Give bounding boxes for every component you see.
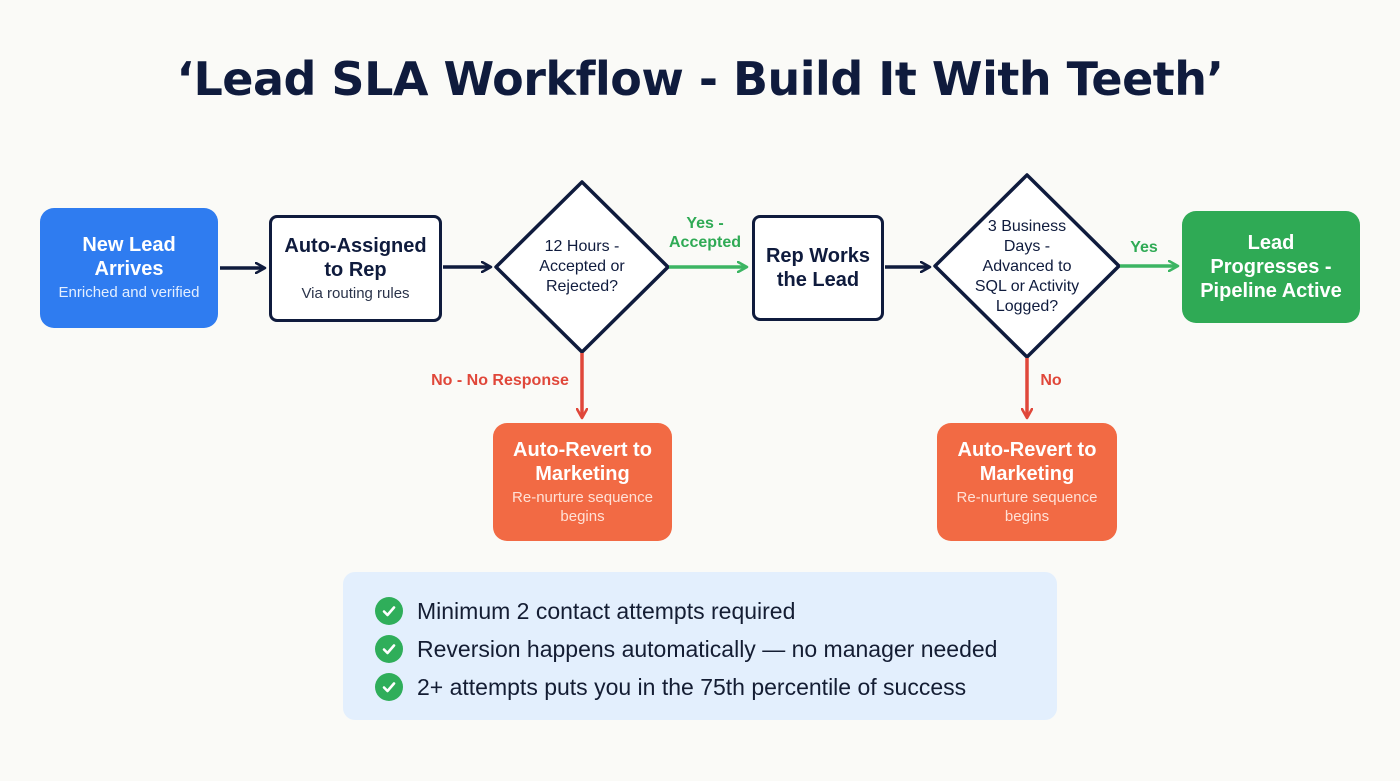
checklist-item-text: Reversion happens automatically — no man… (417, 635, 998, 662)
node-auto-revert-1: Auto-Revert to Marketing Re-nurture sequ… (493, 423, 672, 541)
node-title-line: Arrives (94, 258, 164, 280)
decision-3d-text: 3 Business Days - Advanced to SQL or Act… (962, 217, 1092, 317)
node-title-line: Auto-Revert to (513, 439, 652, 461)
node-title-line: Lead (1247, 232, 1295, 254)
check-circle-icon (375, 635, 403, 663)
edge-label-yes: Yes (1130, 239, 1158, 256)
node-lead-progresses-title: Lead Progresses - Pipeline Active (1200, 231, 1342, 303)
decision-line: Advanced to (982, 258, 1072, 275)
decision-line: Accepted or (539, 258, 625, 275)
node-title-line: Auto-Assigned (284, 234, 427, 257)
node-auto-revert-2: Auto-Revert to Marketing Re-nurture sequ… (937, 423, 1117, 541)
edge-label-no: No (1040, 372, 1062, 389)
node-title-line: the Lead (776, 269, 860, 291)
decision-line: SQL or Activity (974, 278, 1080, 295)
node-auto-assigned: Auto-Assigned to Rep Via routing rules (269, 215, 442, 322)
checklist-item: Minimum 2 contact attempts required (375, 592, 1057, 630)
node-new-lead: New Lead Arrives Enriched and verified (40, 208, 218, 328)
node-rep-works: Rep Works the Lead (752, 215, 884, 321)
edge-label-yes-accepted: Yes - Accepted (660, 214, 750, 252)
node-title-line: Rep Works (765, 245, 871, 267)
node-title-line: Marketing (535, 463, 630, 485)
node-subtitle-line: begins (1004, 508, 1050, 525)
page-title: ‘Lead SLA Workflow - Build It With Teeth… (176, 52, 1224, 106)
node-new-lead-subtitle: Enriched and verified (58, 284, 200, 301)
edge-label-line: Yes - (686, 215, 724, 232)
checklist-item-text: 2+ attempts puts you in the 75th percent… (417, 673, 967, 700)
check-circle-icon (375, 597, 403, 625)
node-auto-assigned-title: Auto-Assigned to Rep (284, 234, 426, 282)
decision-3d-diamond (933, 173, 1121, 359)
check-circle-icon (375, 673, 403, 701)
node-auto-revert-2-subtitle: Re-nurture sequence begins (957, 488, 1098, 526)
node-auto-revert-2-title: Auto-Revert to Marketing (958, 438, 1097, 486)
node-title-line: Auto-Revert to (957, 439, 1097, 461)
checklist-item: Reversion happens automatically — no man… (375, 630, 1057, 668)
node-title-line: Marketing (979, 463, 1075, 485)
node-subtitle-line: Re-nurture sequence (956, 489, 1098, 506)
node-title-line: New Lead (82, 234, 176, 256)
checklist-item: 2+ attempts puts you in the 75th percent… (375, 668, 1057, 706)
checklist-item-text: Minimum 2 contact attempts required (417, 597, 796, 624)
edge-label-no-response: No - No Response (431, 372, 569, 389)
node-new-lead-title: New Lead Arrives (82, 233, 175, 281)
node-auto-revert-1-title: Auto-Revert to Marketing (513, 438, 652, 486)
node-lead-progresses: Lead Progresses - Pipeline Active (1182, 211, 1360, 323)
node-subtitle-line: Re-nurture sequence (512, 489, 653, 506)
node-title-line: Pipeline Active (1200, 280, 1342, 302)
node-title-line: to Rep (324, 258, 387, 281)
node-rep-works-title: Rep Works the Lead (766, 244, 870, 292)
decision-line: 12 Hours - (544, 238, 620, 255)
decision-line: Days - (1003, 238, 1051, 255)
edge-label-line: Accepted (668, 234, 742, 251)
node-title-line: Progresses - (1210, 256, 1332, 278)
node-subtitle-line: begins (560, 508, 605, 525)
node-auto-assigned-subtitle: Via routing rules (301, 284, 410, 302)
decision-line: Logged? (995, 298, 1059, 315)
decision-12h-text: 12 Hours - Accepted or Rejected? (522, 237, 642, 297)
checklist-panel: Minimum 2 contact attempts required Reve… (343, 572, 1057, 720)
decision-12h-diamond (494, 180, 670, 354)
node-auto-revert-1-subtitle: Re-nurture sequence begins (512, 488, 653, 526)
decision-line: Rejected? (545, 278, 619, 295)
decision-line: 3 Business (987, 218, 1067, 235)
